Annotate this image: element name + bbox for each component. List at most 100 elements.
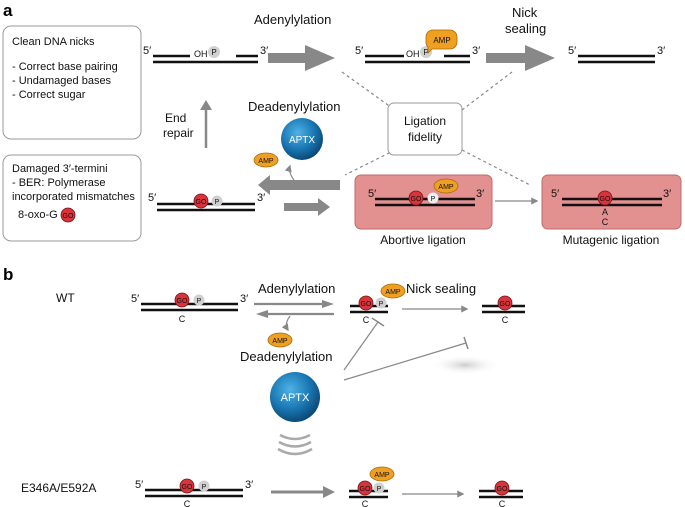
dna-damaged-go: 5′ 3′ GO P — [148, 192, 265, 212]
svg-text:C: C — [184, 499, 191, 507]
clean-box-line2: - Undamaged bases — [12, 75, 112, 87]
svg-text:GO: GO — [361, 301, 372, 308]
deadenylylation-label-b: Deadenylylation — [240, 349, 333, 364]
svg-text:GO: GO — [63, 213, 74, 220]
nick-sealing-arrow-a — [486, 45, 555, 71]
dna-adenylylated: 5′ 3′ OH P AMP — [355, 29, 480, 64]
svg-text:A: A — [602, 207, 608, 217]
dna-sealed: 5′ 3′ — [568, 45, 665, 64]
svg-text:AMP: AMP — [385, 289, 401, 296]
svg-text:3′: 3′ — [257, 192, 265, 204]
svg-text:3′: 3′ — [472, 45, 480, 57]
amp-released-b: AMP — [267, 332, 293, 348]
adenylylation-label-a: Adenylylation — [254, 12, 331, 27]
svg-text:GO: GO — [600, 196, 611, 203]
svg-text:P: P — [211, 48, 216, 57]
svg-text:P: P — [377, 486, 382, 493]
svg-text:C: C — [363, 315, 370, 325]
svg-text:3′: 3′ — [476, 188, 484, 200]
svg-text:GO: GO — [177, 298, 188, 305]
svg-text:C: C — [602, 217, 609, 227]
damaged-box-line2: incorporated mismatches — [12, 191, 135, 203]
svg-text:5′: 5′ — [551, 188, 559, 200]
inhibition-line-2 — [343, 342, 467, 381]
svg-text:AMP: AMP — [433, 36, 450, 45]
svg-text:5′: 5′ — [143, 45, 151, 57]
deadenylylation-arrow-a — [258, 175, 340, 195]
ligation-fidelity-label-2: fidelity — [408, 130, 442, 144]
svg-text:P: P — [202, 484, 207, 491]
ligation-fidelity-box — [387, 102, 463, 156]
svg-text:APTX: APTX — [281, 392, 310, 404]
abortive-ligation-box — [354, 174, 493, 230]
svg-text:5′: 5′ — [135, 479, 143, 491]
svg-text:3′: 3′ — [663, 188, 671, 200]
dna-clean-nick: 5′ 3′ OH P — [143, 45, 268, 64]
dna-wt-adenylylated: GO P AMP C — [350, 283, 406, 325]
damaged-termini-box — [2, 154, 142, 242]
clean-box-line3: - Correct sugar — [12, 89, 86, 101]
go-marker: GO — [60, 207, 76, 223]
ligation-fidelity-label-1: Ligation — [404, 114, 446, 128]
clean-box-title: Clean DNA nicks — [12, 36, 95, 48]
aptx-protein-a: APTX — [281, 118, 323, 160]
svg-text:GO: GO — [360, 486, 371, 493]
mutant-label: E346A/E592A — [21, 481, 96, 495]
svg-text:GO: GO — [411, 196, 422, 203]
inhibition-line-1 — [343, 321, 379, 371]
dna-wt-nick: 5′ 3′ GO P C — [131, 292, 248, 324]
nick-sealing-label-2: sealing — [505, 21, 546, 36]
end-repair-label-2: repair — [163, 126, 194, 140]
damaged-box-title: Damaged 3′-termini — [12, 163, 108, 175]
adenylylation-label-b: Adenylylation — [258, 281, 335, 296]
clean-box-line1: - Correct base pairing — [12, 61, 118, 73]
svg-text:5′: 5′ — [355, 45, 363, 57]
amp-released-a: AMP — [253, 152, 279, 168]
dna-mutant-sealed: GO C — [479, 480, 523, 507]
mutagenic-ligation-label: Mutagenic ligation — [563, 233, 660, 247]
svg-text:GO: GO — [182, 484, 193, 491]
svg-text:5′: 5′ — [568, 45, 576, 57]
svg-text:P: P — [431, 196, 436, 203]
svg-text:C: C — [499, 499, 506, 507]
svg-text:AMP: AMP — [374, 472, 390, 479]
clean-nicks-box — [2, 25, 142, 140]
svg-text:AMP: AMP — [438, 184, 454, 191]
panel-a-label: a — [3, 1, 13, 20]
damaged-box-line3: 8-oxo-G — [18, 209, 58, 221]
svg-text:5′: 5′ — [131, 293, 139, 305]
svg-text:P: P — [197, 298, 202, 305]
mutagenic-ligation-box — [541, 174, 682, 230]
svg-text:5′: 5′ — [368, 188, 376, 200]
svg-text:3′: 3′ — [245, 479, 253, 491]
svg-text:GO: GO — [500, 301, 511, 308]
end-repair-label-1: End — [165, 111, 186, 125]
svg-text:GO: GO — [196, 199, 207, 206]
deadenylylation-label-a: Deadenylylation — [248, 99, 341, 114]
nick-sealing-label-b: Nick sealing — [406, 281, 476, 296]
adenylylation-arrow-damaged — [284, 198, 330, 216]
svg-text:P: P — [423, 48, 428, 57]
damaged-box-line1: - BER: Polymerase — [12, 177, 106, 189]
svg-text:P: P — [379, 301, 384, 308]
dna-mutant-adenylylated: GO P AMP C — [349, 466, 395, 507]
svg-text:C: C — [362, 499, 369, 507]
svg-text:3′: 3′ — [260, 45, 268, 57]
dna-abortive: 5′ 3′ GO P AMP — [368, 178, 484, 207]
svg-text:GO: GO — [497, 486, 508, 493]
panel-b-label: b — [3, 265, 13, 284]
adenylylation-arrow-a — [268, 45, 335, 71]
aptx-protein-b: APTX — [270, 372, 320, 422]
svg-text:AMP: AMP — [258, 158, 274, 165]
dna-wt-sealed: GO C — [482, 295, 525, 325]
svg-text:OH: OH — [194, 49, 208, 59]
svg-text:APTX: APTX — [289, 135, 315, 146]
dna-mutagenic: 5′ 3′ GO A C — [551, 188, 671, 227]
wt-label: WT — [56, 291, 75, 305]
dna-mutant-nick: 5′ 3′ GO P C — [135, 478, 253, 507]
amp-badge — [425, 29, 458, 54]
svg-text:3′: 3′ — [657, 45, 665, 57]
nick-sealing-label-1: Nick — [512, 5, 538, 20]
svg-text:OH: OH — [406, 49, 420, 59]
